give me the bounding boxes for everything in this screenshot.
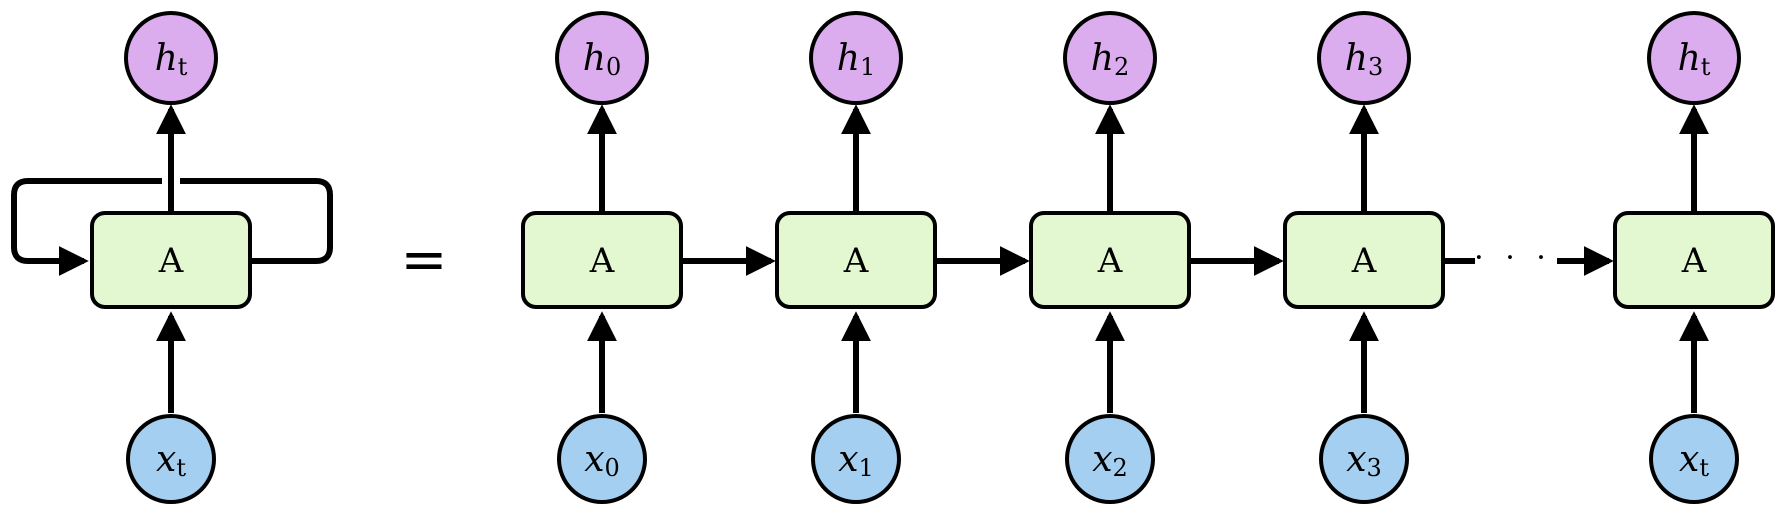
input-node-4 [1649,414,1739,504]
unrolled-step-1: Ah1 x1 [775,11,937,504]
cell-label-4: A [1681,241,1707,281]
output-node-0 [555,11,649,105]
output-label-3: h3 [1345,38,1383,82]
input-node-0 [557,414,647,504]
rolled-input-node [126,414,216,504]
cell-box-0 [521,211,683,309]
input-label-3: x3 [1346,439,1382,483]
rolled-cell-box [90,211,252,309]
ellipsis: · · · [1474,241,1552,276]
output-label-1: h1 [837,38,875,82]
cell-box-1 [775,211,937,309]
cell-box-2 [1029,211,1191,309]
input-node-1 [811,414,901,504]
output-label-2: h2 [1091,38,1129,82]
unrolled-rnn: · · · Ah0 x0 Ah1 x1 Ah2 x2 Ah3 x3 Aht xt [521,11,1775,504]
cell-box-4 [1613,211,1775,309]
output-node-4 [1647,11,1741,105]
equals-sign: = [401,228,448,293]
output-node-1 [809,11,903,105]
recurrent-loop-right [180,178,333,264]
cell-label-0: A [589,241,615,281]
cell-box-3 [1283,211,1445,309]
output-node-3 [1317,11,1411,105]
unrolled-step-0: Ah0 x0 [521,11,683,504]
cell-label-3: A [1351,241,1377,281]
cell-label-2: A [1097,241,1123,281]
unrolled-step-3: Ah3 x3 [1283,11,1445,504]
output-label-4: ht [1678,38,1711,82]
input-node-3 [1319,414,1409,504]
rolled-cell-label: A [158,241,184,281]
input-label-1: x1 [838,439,874,483]
rolled-output-node [124,11,218,105]
input-label-4: xt [1679,439,1709,483]
rolled-input-label: xt [156,439,186,483]
output-node-2 [1063,11,1157,105]
input-node-2 [1065,414,1155,504]
input-label-2: x2 [1092,439,1128,483]
recurrent-loop-left [11,178,162,276]
unrolled-step-2: Ah2 x2 [1029,11,1191,504]
input-label-0: x0 [584,439,620,483]
cell-label-1: A [843,241,869,281]
rolled-rnn: A ht xt [11,11,333,504]
rolled-output-label: ht [155,38,188,82]
unrolled-step-4: Aht xt [1613,11,1775,504]
output-label-0: h0 [583,38,621,82]
